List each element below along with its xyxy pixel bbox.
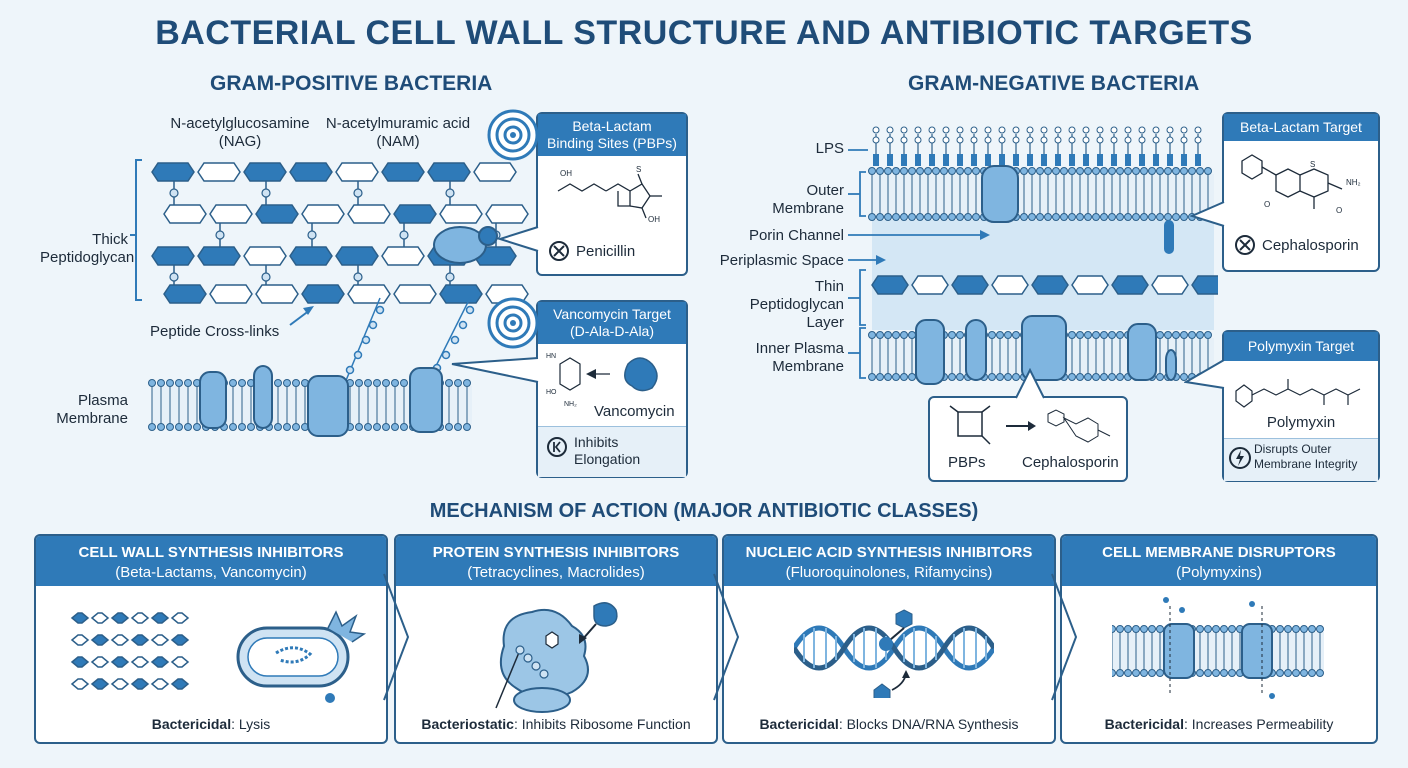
- pbps-label: PBPs: [948, 454, 986, 471]
- pbp-cephalosporin-box: PBPs Cephalosporin: [928, 396, 1128, 482]
- thin-peptidoglycan-label: Thin Peptidoglycan Layer: [749, 278, 844, 331]
- chevron-right-icon: [383, 573, 410, 701]
- beta-lactam-pbp-card: Beta-Lactam Binding Sites (PBPs) OH S OH…: [536, 112, 688, 276]
- beta-lactam-pbp-card-header: Beta-Lactam Binding Sites (PBPs): [538, 114, 686, 156]
- protein-synthesis-inhibitors-panel: PROTEIN SYNTHESIS INHIBITORS (Tetracycli…: [394, 534, 718, 744]
- svg-text:NH₂: NH₂: [564, 401, 577, 408]
- target-icon: [487, 109, 539, 161]
- svg-text:S: S: [1310, 160, 1315, 169]
- inhibit-x-icon: [549, 241, 569, 261]
- callout-pointer: [1015, 368, 1045, 399]
- class-examples: (Fluoroquinolones, Rifamycins): [785, 564, 993, 581]
- dna-helix-illustration: [794, 609, 994, 698]
- gram-positive-heading: GRAM-POSITIVE BACTERIA: [210, 72, 493, 95]
- effect-text: : Inhibits Ribosome Function: [513, 716, 691, 732]
- inner-plasma-membrane-label: Inner Plasma Membrane: [755, 340, 844, 375]
- class-name: NUCLEIC ACID SYNTHESIS INHIBITORS: [745, 544, 1033, 561]
- cephalosporin-label: Cephalosporin: [1262, 236, 1359, 254]
- cephalosporin-structure-icon: S NH₂ O O: [1241, 154, 1361, 215]
- class-examples: (Beta-Lactams, Vancomycin): [115, 564, 307, 581]
- lps-label: LPS: [815, 140, 844, 157]
- penicillin-structure-icon: OH S OH: [557, 165, 662, 224]
- callout-pointer: [1184, 359, 1225, 389]
- disrupts-membrane-label: Disrupts Outer Membrane Integrity: [1254, 442, 1358, 471]
- cell-wall-inhibitors-panel: CELL WALL SYNTHESIS INHIBITORS (Beta-Lac…: [34, 534, 388, 744]
- beta-lactam-target-header: Beta-Lactam Target: [1224, 114, 1378, 141]
- gram-negative-heading: GRAM-NEGATIVE BACTERIA: [908, 72, 1200, 95]
- periplasmic-space-label: Periplasmic Space: [719, 252, 844, 269]
- target-icon: [487, 297, 539, 349]
- membrane-disruptors-panel: CELL MEMBRANE DISRUPTORS (Polymyxins) Ba…: [1060, 534, 1378, 744]
- plasma-membrane-label: Plasma Membrane: [56, 392, 128, 427]
- callout-pointer: [451, 357, 539, 383]
- beta-lactam-target-card: Beta-Lactam Target S NH₂ O O Cephalospor…: [1222, 112, 1380, 272]
- pbp-cephalosporin-label: Cephalosporin: [1022, 454, 1119, 471]
- svg-text:O: O: [1264, 200, 1270, 209]
- penicillin-label: Penicillin: [576, 242, 636, 260]
- effect-text: : Lysis: [231, 716, 271, 732]
- chevron-right-icon: [1051, 573, 1078, 701]
- mechanism-heading: MECHANISM OF ACTION (MAJOR ANTIBIOTIC CL…: [429, 500, 979, 522]
- polymyxin-structure-icon: [1235, 379, 1361, 408]
- vancomycin-target-card: Vancomycin Target (D-Ala-D-Ala) HN HO NH…: [536, 300, 688, 478]
- lightning-icon: [1229, 447, 1251, 469]
- nucleic-acid-inhibitors-panel: NUCLEIC ACID SYNTHESIS INHIBITORS (Fluor…: [722, 534, 1056, 744]
- class-examples: (Polymyxins): [1176, 564, 1262, 581]
- effect-text: : Increases Permeability: [1183, 716, 1334, 732]
- class-name: PROTEIN SYNTHESIS INHIBITORS: [432, 544, 680, 561]
- gram-negative-wall-diagram: [848, 126, 1218, 385]
- class-name: CELL WALL SYNTHESIS INHIBITORS: [78, 544, 344, 561]
- effect-type: Bactericidal: [1104, 716, 1184, 732]
- peptide-crosslinks-label: Peptide Cross-links: [150, 323, 280, 340]
- svg-text:NH₂: NH₂: [1346, 178, 1361, 187]
- class-examples: (Tetracyclines, Macrolides): [467, 564, 645, 581]
- effect-type: Bactericidal: [759, 716, 839, 732]
- chevron-right-icon: [713, 573, 740, 701]
- gram-positive-wall-diagram: [130, 159, 529, 437]
- vancomycin-structure-icon: HN HO NH₂: [546, 353, 658, 408]
- page-title: BACTERIAL CELL WALL STRUCTURE AND ANTIBI…: [155, 14, 1253, 52]
- svg-text:OH: OH: [560, 169, 572, 178]
- callout-pointer: [496, 226, 539, 252]
- svg-text:HN: HN: [546, 353, 556, 360]
- membrane-pore-illustration: [1112, 597, 1324, 699]
- polymyxin-target-card: Polymyxin Target Polymyxin Disrupts Oute…: [1222, 330, 1380, 482]
- effect-text: : Blocks DNA/RNA Synthesis: [838, 716, 1019, 732]
- polymyxin-target-header: Polymyxin Target: [1224, 332, 1378, 361]
- pause-icon: [547, 437, 567, 457]
- porin-channel-label: Porin Channel: [748, 227, 844, 244]
- callout-pointer: [1190, 201, 1225, 227]
- ribosome-illustration: [495, 602, 618, 713]
- thick-peptidoglycan-label: Thick Peptidoglycan: [40, 231, 135, 266]
- polymyxin-label: Polymyxin: [1266, 414, 1336, 431]
- svg-text:S: S: [636, 165, 641, 174]
- svg-text:HO: HO: [546, 389, 557, 396]
- effect-type: Bactericidal: [151, 716, 232, 732]
- inhibits-elongation-label: Inhibits Elongation: [574, 434, 641, 467]
- outer-membrane-label: Outer Membrane: [772, 182, 844, 217]
- inhibit-x-icon: [1235, 235, 1255, 255]
- vancomycin-card-header: Vancomycin Target (D-Ala-D-Ala): [538, 302, 686, 344]
- pbp-binding-icon: [949, 405, 1111, 445]
- nag-label: N-acetylglucosamine (NAG): [170, 115, 310, 150]
- lysis-illustration: [70, 610, 366, 703]
- nam-label: N-acetylmuramic acid (NAM): [325, 115, 471, 150]
- svg-text:O: O: [1336, 206, 1342, 215]
- effect-type: Bacteriostatic: [421, 716, 514, 732]
- svg-text:OH: OH: [648, 215, 660, 224]
- vancomycin-label: Vancomycin: [594, 403, 675, 420]
- class-name: CELL MEMBRANE DISRUPTORS: [1102, 544, 1336, 561]
